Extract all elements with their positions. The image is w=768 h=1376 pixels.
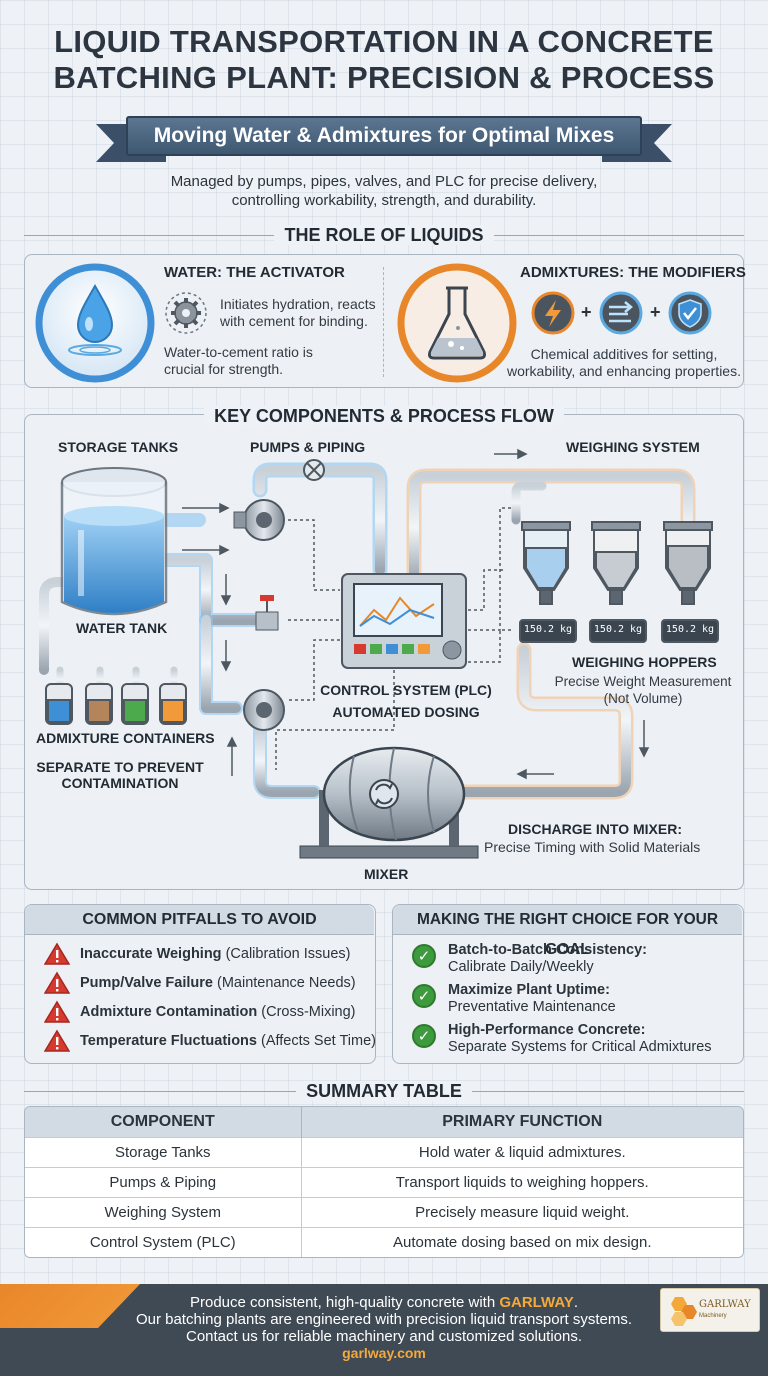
garlway-logo: GARLWAY Machinery <box>660 1288 760 1332</box>
weighing-note: Precise Weight Measurement (Not Volume) <box>554 674 732 706</box>
summary-section-heading: SUMMARY TABLE <box>24 1080 744 1102</box>
table-cell: Weighing System <box>25 1196 302 1227</box>
footer-text: Produce consistent, high-quality concret… <box>80 1294 688 1362</box>
warning-icon <box>44 942 70 965</box>
warning-icon <box>44 971 70 994</box>
role-section-heading: THE ROLE OF LIQUIDS <box>24 224 744 246</box>
check-icon: ✓ <box>412 984 436 1008</box>
table-row: Storage Tanks Hold water & liquid admixt… <box>25 1136 743 1167</box>
column-header: COMPONENT <box>25 1107 302 1137</box>
admixtures-title: ADMIXTURES: THE MODIFIERS <box>520 264 746 281</box>
pumps-piping-label: PUMPS & PIPING <box>250 439 366 455</box>
water-title: WATER: THE ACTIVATOR <box>164 264 345 281</box>
mixer-label: MIXER <box>364 866 409 882</box>
flask-icon <box>397 263 517 383</box>
separate-note: SEPARATE TO PREVENT CONTAMINATION <box>36 759 204 791</box>
pitfall-item: Pump/Valve Failure (Maintenance Needs) <box>44 971 356 995</box>
check-icon: ✓ <box>412 1024 436 1048</box>
table-cell: Transport liquids to weighing hoppers. <box>301 1166 743 1197</box>
table-header-row: COMPONENT PRIMARY FUNCTION <box>25 1107 743 1137</box>
plus-sign: + <box>581 302 592 322</box>
water-point-hydration: Initiates hydration, reacts with cement … <box>220 296 376 329</box>
hopper-reading: 150.2 kg <box>665 624 715 635</box>
choices-panel: MAKING THE RIGHT CHOICE FOR YOUR GOAL <box>392 904 744 1064</box>
table-cell: Precisely measure liquid weight. <box>301 1196 743 1227</box>
pitfalls-heading: COMMON PITFALLS TO AVOID <box>25 905 374 935</box>
subtitle-ribbon: Moving Water & Admixtures for Optimal Mi… <box>96 112 672 164</box>
table-cell: Control System (PLC) <box>25 1226 302 1257</box>
pitfall-item: Inaccurate Weighing (Calibration Issues) <box>44 942 350 966</box>
hopper-reading: 150.2 kg <box>523 624 573 635</box>
shield-icon <box>668 291 712 335</box>
pitfall-item: Temperature Fluctuations (Affects Set Ti… <box>44 1029 376 1053</box>
hopper-reading: 150.2 kg <box>593 624 643 635</box>
control-system-label: CONTROL SYSTEM (PLC) AUTOMATED DOSING <box>320 682 492 720</box>
table-row: Control System (PLC) Automate dosing bas… <box>25 1226 743 1257</box>
discharge-desc: Precise Timing with Solid Materials <box>484 839 701 855</box>
water-tank-label: WATER TANK <box>76 620 168 636</box>
table-row: Weighing System Precisely measure liquid… <box>25 1196 743 1227</box>
water-drop-icon <box>35 263 155 383</box>
weighing-system-label: WEIGHING SYSTEM <box>566 439 700 455</box>
discharge-title: DISCHARGE INTO MIXER: <box>508 821 682 837</box>
table-cell: Hold water & liquid admixtures. <box>301 1136 743 1167</box>
storage-tanks-label: STORAGE TANKS <box>58 439 179 455</box>
process-flow-diagram <box>39 448 719 859</box>
table-cell: Automate dosing based on mix design. <box>301 1226 743 1257</box>
pitfalls-panel: COMMON PITFALLS TO AVOID <box>24 904 376 1064</box>
choice-item: ✓ High-Performance Concrete: Separate Sy… <box>412 1022 712 1056</box>
flow-icon <box>599 291 643 335</box>
table-row: Pumps & Piping Transport liquids to weig… <box>25 1166 743 1197</box>
hexagon-logo-icon <box>671 1297 697 1326</box>
water-point-ratio: Water-to-cement ratio is crucial for str… <box>164 344 313 377</box>
admixtures-desc: Chemical additives for setting, workabil… <box>507 346 741 379</box>
pitfall-item: Admixture Contamination (Cross-Mixing) <box>44 1000 356 1024</box>
website-link[interactable]: garlway.com <box>342 1345 426 1361</box>
weighing-hoppers-label: WEIGHING HOPPERS <box>572 654 717 670</box>
check-icon: ✓ <box>412 944 436 968</box>
lightning-icon <box>531 291 575 335</box>
ribbon-text: Moving Water & Admixtures for Optimal Mi… <box>126 116 642 156</box>
table-cell: Pumps & Piping <box>25 1166 302 1197</box>
intro-text: Managed by pumps, pipes, valves, and PLC… <box>170 173 598 209</box>
admixture-containers-label: ADMIXTURE CONTAINERS <box>36 730 215 746</box>
choice-item: ✓ Maximize Plant Uptime: Preventative Ma… <box>412 982 616 1016</box>
plus-sign: + <box>650 302 661 322</box>
page-title: LIQUID TRANSPORTATION IN A CONCRETE BATC… <box>53 24 715 95</box>
warning-icon <box>44 1000 70 1023</box>
column-header: PRIMARY FUNCTION <box>301 1107 743 1137</box>
table-cell: Storage Tanks <box>25 1136 302 1167</box>
choices-heading: MAKING THE RIGHT CHOICE FOR YOUR GOAL <box>393 905 742 958</box>
choice-item: ✓ Batch-to-Batch Consistency: Calibrate … <box>412 942 647 976</box>
flow-section-heading: KEY COMPONENTS & PROCESS FLOW <box>24 405 744 427</box>
footer: Produce consistent, high-quality concret… <box>0 1284 768 1376</box>
summary-table: COMPONENT PRIMARY FUNCTION Storage Tanks… <box>24 1106 744 1258</box>
warning-icon <box>44 1029 70 1052</box>
gear-icon <box>165 292 207 334</box>
